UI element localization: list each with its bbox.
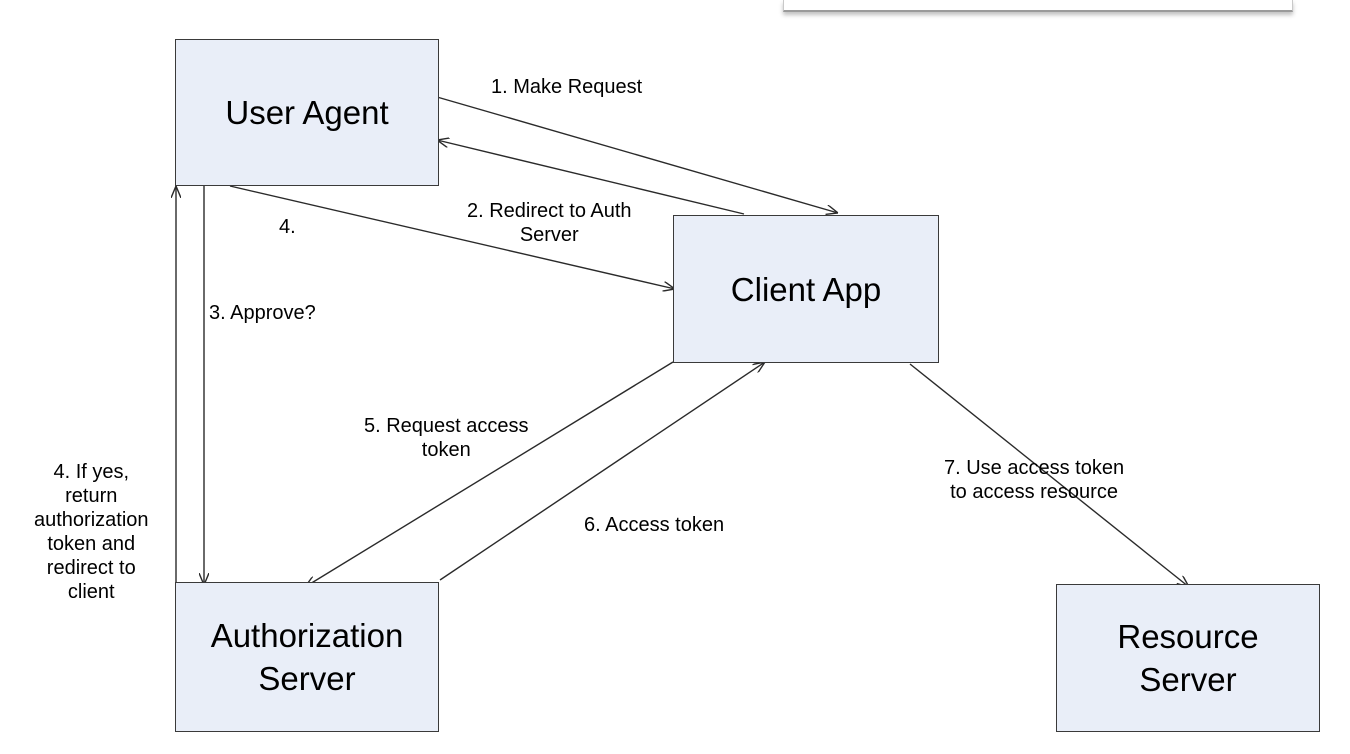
user-agent-node: User Agent: [175, 39, 439, 186]
edge-label-access-token: 6. Access token: [584, 514, 725, 536]
arrow-redirect-to-auth: [437, 140, 745, 215]
edge-label-if-yes: 4. If yes, return authorization token an…: [34, 461, 149, 603]
arrow-use-access-token: [909, 363, 1189, 587]
edge-label-redirect-to-auth: 2. Redirect to Auth Server: [467, 200, 632, 246]
arrow-step4-to-client: [229, 185, 675, 289]
arrow-request-access-token: [305, 361, 674, 587]
resource-server-node: Resource Server: [1056, 584, 1320, 732]
window-edge: [783, 0, 1293, 12]
authorization-server-label: Authorization Server: [210, 617, 404, 697]
edge-label-use-access-token: 7. Use access token to access resource: [944, 457, 1125, 503]
edge-label-request-access-token: 5. Request access token: [364, 415, 529, 461]
authorization-server-node: Authorization Server: [175, 582, 439, 732]
resource-server-label: Resource Server: [1117, 618, 1259, 698]
client-app-node: Client App: [673, 215, 939, 363]
client-app-label: Client App: [730, 270, 882, 308]
edge-label-make-request: 1. Make Request: [491, 76, 643, 98]
edge-label-approve: 3. Approve?: [209, 302, 316, 324]
edge-label-step4: 4.: [279, 216, 296, 238]
arrow-access-token: [439, 362, 765, 581]
arrow-make-request: [436, 96, 838, 213]
user-agent-label: User Agent: [225, 94, 389, 131]
